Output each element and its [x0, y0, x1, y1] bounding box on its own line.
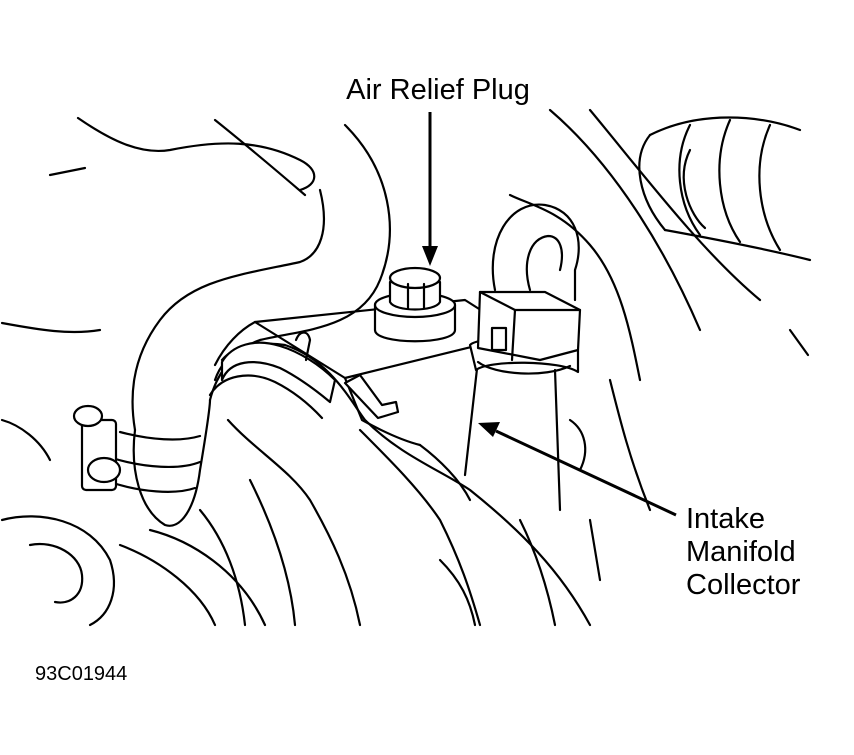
lower-hose-2	[148, 528, 267, 627]
corrugated-rib-3	[758, 123, 782, 252]
center-hose-inner	[226, 418, 362, 627]
lower-hose-3	[248, 478, 297, 627]
connector-hose-upper	[508, 193, 642, 382]
air-relief-plug-label: Air Relief Plug	[346, 74, 530, 106]
left-hose-lower	[132, 398, 212, 527]
intake-label-line2: Manifold	[686, 536, 796, 568]
connector-window	[490, 326, 508, 352]
top-panel-line	[213, 118, 307, 197]
corrugated-rib-4	[682, 148, 707, 230]
left-clamp-band-2	[110, 456, 202, 469]
left-panel-lower	[0, 321, 102, 334]
connector-hose-bend-inner	[525, 234, 564, 292]
left-clamp-screw-bottom	[86, 456, 122, 484]
right-tube-left-edge	[463, 358, 480, 477]
center-clamp-band2	[208, 374, 324, 420]
center-hose-mid	[358, 428, 482, 627]
air-relief-plug-arrowhead	[422, 246, 438, 266]
left-clamp-band	[118, 430, 202, 441]
lower-left-housing	[0, 515, 115, 627]
corrugated-hose-top	[648, 116, 802, 137]
right-edge-line	[788, 328, 810, 357]
corrugated-hose-end	[638, 133, 667, 232]
upper-left-panel	[76, 116, 316, 192]
lower-right-edge	[438, 558, 477, 627]
intake-label-line1: Intake	[686, 503, 765, 535]
left-clamp-screw-top	[72, 404, 104, 428]
corrugated-rib-1	[678, 123, 702, 237]
engine-illustration	[0, 108, 812, 627]
center-clamp-front	[220, 341, 337, 404]
collector-front-edge	[343, 376, 422, 447]
lower-hose-1	[118, 543, 217, 627]
lower-left-curve	[0, 418, 52, 462]
right-lower-line	[588, 518, 602, 582]
lower-right-mid	[518, 518, 557, 627]
air-relief-plug-callout: Air Relief Plug	[346, 74, 530, 266]
right-diagonal-1	[548, 108, 702, 332]
collector-lower-body	[418, 443, 472, 502]
right-diagonal-3	[608, 378, 652, 512]
intake-arrowhead	[478, 422, 500, 437]
left-edge-line	[48, 166, 87, 177]
intake-label-line3: Collector	[686, 569, 801, 601]
bracket-tab	[343, 373, 400, 420]
right-tube-inner	[568, 418, 587, 472]
connector-hose-bend	[491, 203, 580, 302]
right-diagonal-2	[588, 108, 762, 302]
intake-leader	[495, 429, 677, 517]
center-hose-outer	[213, 342, 592, 627]
lower-left-housing-inner	[28, 542, 84, 604]
center-clamp-tab	[294, 331, 312, 362]
corrugated-rib-2	[718, 118, 742, 244]
intake-manifold-collector-callout: Intake Manifold Collector	[478, 422, 801, 601]
left-clamp-band-3	[108, 480, 197, 493]
figure-id: 93C01944	[35, 663, 127, 685]
connector-block-edge	[510, 308, 517, 362]
right-tube-clamp-band	[476, 360, 572, 375]
plug-head	[388, 266, 442, 290]
lower-hose-4	[198, 508, 247, 627]
corrugated-hose-bottom	[663, 228, 812, 262]
upper-left-hose-inner	[131, 188, 325, 432]
right-tube-right-edge	[553, 368, 562, 512]
collector-left-face	[213, 320, 257, 367]
plug-hex	[388, 280, 442, 311]
